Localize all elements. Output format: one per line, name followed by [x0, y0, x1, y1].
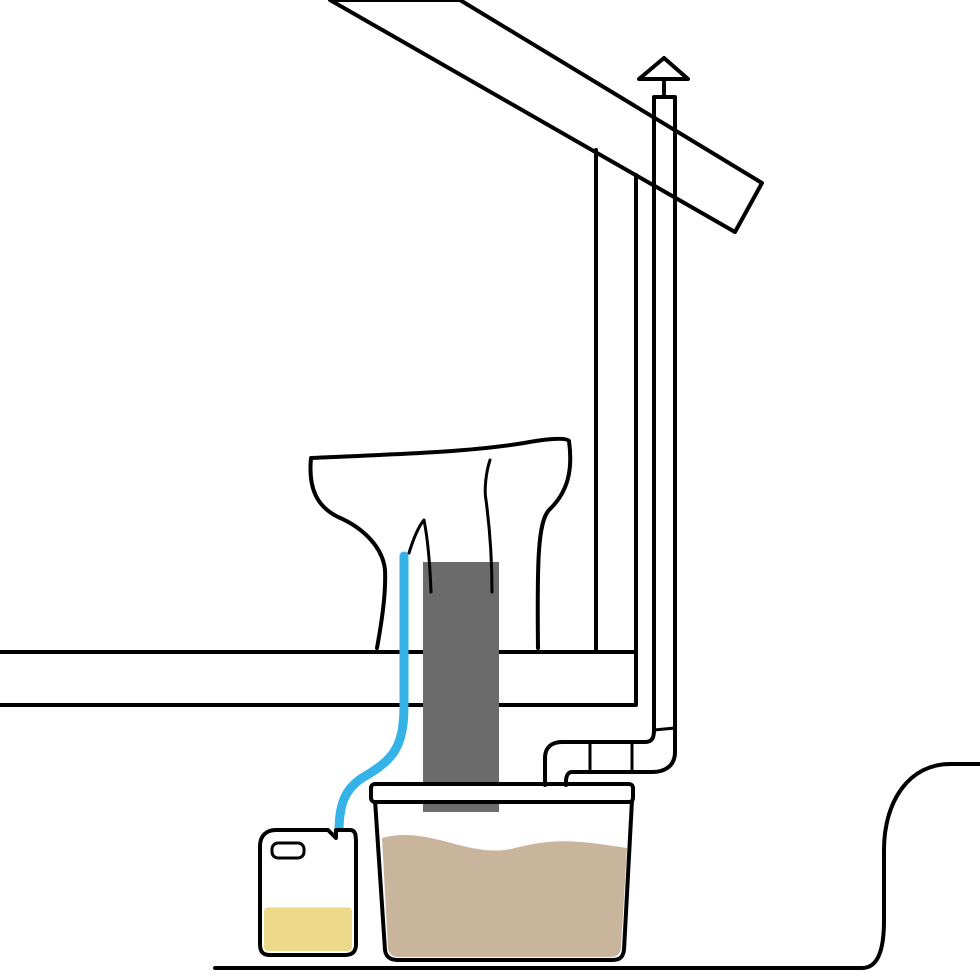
wall-icon: [594, 148, 638, 654]
waste-chute-icon: [423, 562, 499, 812]
roof-icon: [328, 0, 764, 234]
toilet-seat-icon: [308, 436, 573, 650]
vent-cap-icon: [637, 56, 690, 99]
floor-icon: [0, 650, 638, 707]
ground-icon: [213, 762, 980, 970]
compost-bin-icon: [369, 782, 635, 962]
urine-canister-icon: [258, 828, 358, 957]
urine-drain-hose-icon: [334, 551, 409, 837]
